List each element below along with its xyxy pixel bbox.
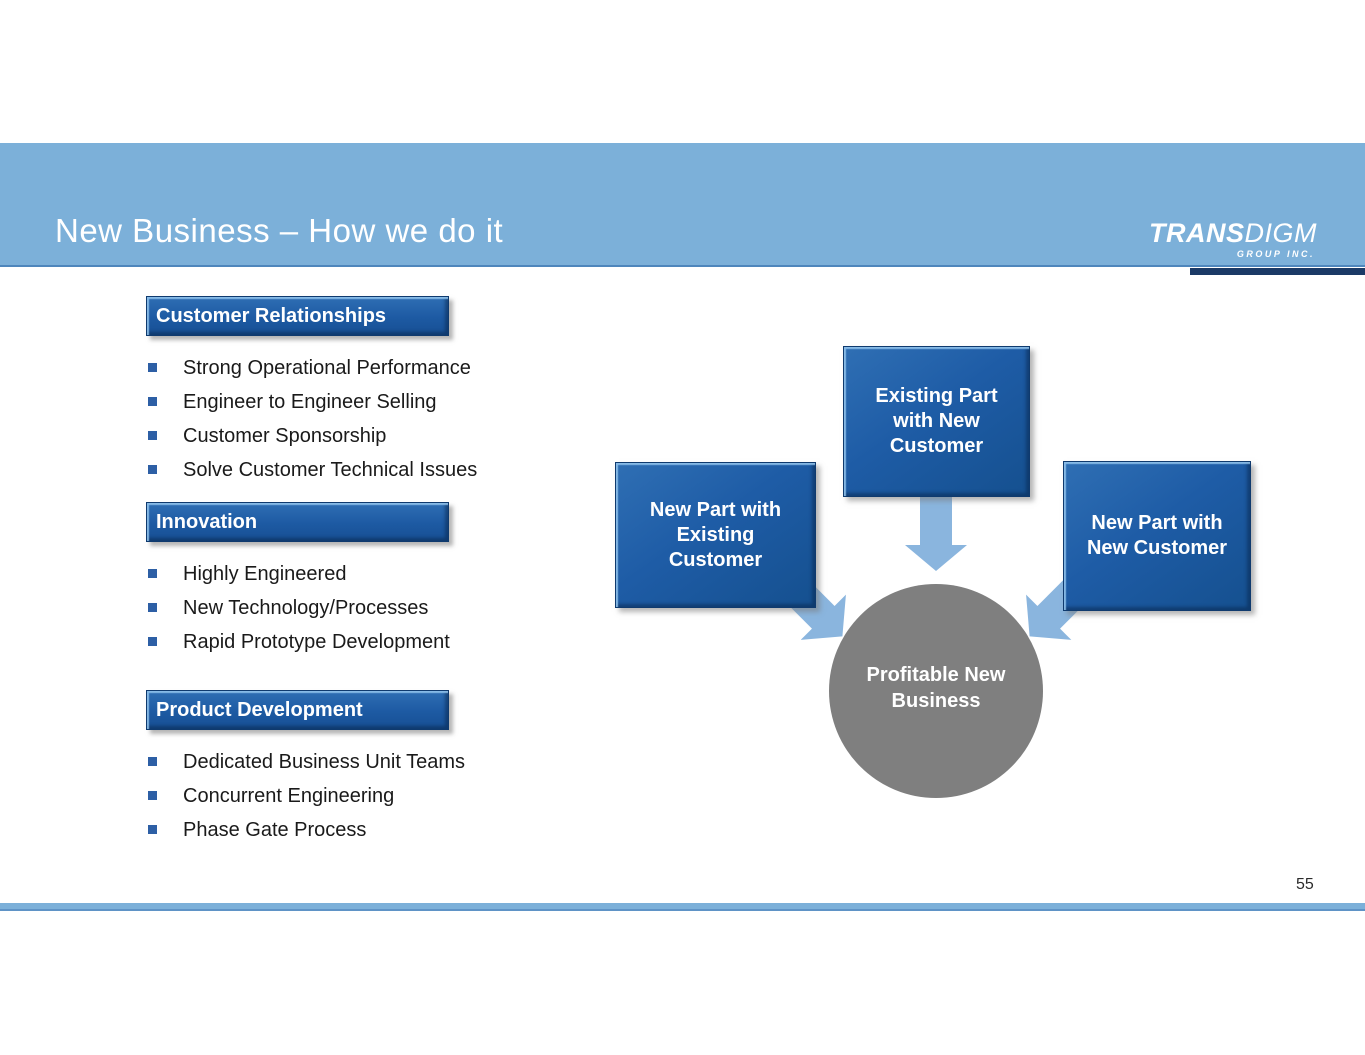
logo-trans: TRANS bbox=[1149, 218, 1245, 248]
bullet-text: Strong Operational Performance bbox=[183, 357, 471, 379]
bullet-text: Dedicated Business Unit Teams bbox=[183, 751, 465, 773]
profitable-new-business-circle: Profitable New Business bbox=[829, 584, 1043, 798]
bullet-square-icon bbox=[148, 431, 157, 440]
bullet-text: Solve Customer Technical Issues bbox=[183, 459, 478, 481]
bullet-square-icon bbox=[148, 757, 157, 766]
logo-wordmark: TRANSDIGM bbox=[1149, 220, 1317, 247]
transdigm-logo: TRANSDIGM GROUP INC. bbox=[1149, 220, 1317, 259]
navy-accent-bar bbox=[1190, 268, 1365, 275]
bullet-square-icon bbox=[148, 397, 157, 406]
logo-digm: DIGM bbox=[1244, 218, 1317, 248]
bullet-text: Concurrent Engineering bbox=[183, 785, 395, 807]
bullet-text: Rapid Prototype Development bbox=[183, 631, 450, 653]
page-number: 55 bbox=[1296, 876, 1314, 893]
arrow-down-icon bbox=[905, 490, 967, 571]
list-item: Engineer to Engineer Selling bbox=[146, 390, 456, 414]
list-item: Strong Operational Performance bbox=[146, 356, 471, 380]
section-heading-button: Customer Relationships bbox=[146, 296, 449, 336]
list-item: Dedicated Business Unit Teams bbox=[146, 750, 465, 774]
bullet-square-icon bbox=[148, 825, 157, 834]
diagram-box-new-part-existing-customer: New Part with Existing Customer bbox=[615, 462, 816, 608]
list-item: New Technology/Processes bbox=[146, 596, 456, 620]
bullet-text: Engineer to Engineer Selling bbox=[183, 391, 437, 413]
section-innovation: Innovation Highly Engineered New Technol… bbox=[146, 502, 456, 664]
bullet-square-icon bbox=[148, 363, 157, 372]
list-item: Highly Engineered bbox=[146, 562, 456, 586]
logo-tagline: GROUP INC. bbox=[1236, 249, 1315, 259]
bullet-square-icon bbox=[148, 465, 157, 474]
bullet-square-icon bbox=[148, 569, 157, 578]
list-item: Rapid Prototype Development bbox=[146, 630, 456, 654]
bullet-square-icon bbox=[148, 637, 157, 646]
bullet-text: Highly Engineered bbox=[183, 563, 347, 585]
header-band bbox=[0, 143, 1365, 267]
slide-title: New Business – How we do it bbox=[55, 212, 504, 249]
bullet-text: Phase Gate Process bbox=[183, 819, 367, 841]
list-item: Concurrent Engineering bbox=[146, 784, 456, 808]
bullet-square-icon bbox=[148, 603, 157, 612]
list-item: Solve Customer Technical Issues bbox=[146, 458, 477, 482]
section-customer-relationships: Customer Relationships Strong Operationa… bbox=[146, 296, 477, 492]
section-heading-button: Product Development bbox=[146, 690, 449, 730]
footer-rule bbox=[0, 903, 1365, 911]
section-heading-button: Innovation bbox=[146, 502, 449, 542]
list-item: Phase Gate Process bbox=[146, 818, 456, 842]
bullet-list: Strong Operational Performance Engineer … bbox=[146, 356, 477, 482]
bullet-list: Dedicated Business Unit Teams Concurrent… bbox=[146, 750, 465, 842]
bullet-square-icon bbox=[148, 791, 157, 800]
bullet-list: Highly Engineered New Technology/Process… bbox=[146, 562, 456, 654]
diagram-box-existing-part-new-customer: Existing Part with New Customer bbox=[843, 346, 1030, 497]
diagram-box-new-part-new-customer: New Part with New Customer bbox=[1063, 461, 1251, 611]
section-product-development: Product Development Dedicated Business U… bbox=[146, 690, 465, 852]
bullet-text: New Technology/Processes bbox=[183, 597, 429, 619]
list-item: Customer Sponsorship bbox=[146, 424, 456, 448]
bullet-text: Customer Sponsorship bbox=[183, 425, 387, 447]
circle-label: Profitable New Business bbox=[866, 664, 1006, 712]
